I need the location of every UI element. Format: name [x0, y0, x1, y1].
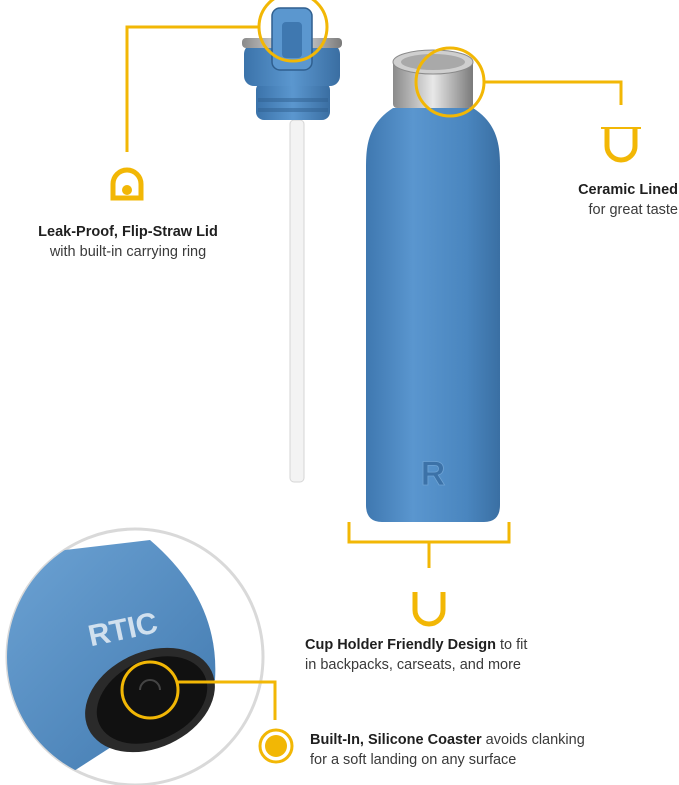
lid-title: Leak-Proof, Flip-Straw Lid [38, 224, 218, 240]
coaster-callout: Built-In, Silicone Coaster avoids clanki… [310, 730, 650, 770]
bottle: R [366, 49, 500, 522]
coaster-rest: avoids clanking [481, 732, 585, 748]
ceramic-subtitle: for great taste [588, 202, 678, 218]
coaster-line2: for a soft landing on any surface [310, 752, 517, 768]
coaster-title: Built-In, Silicone Coaster [310, 732, 482, 748]
ceramic-title: Ceramic Lined [578, 182, 678, 198]
straw [289, 119, 305, 483]
coaster-dot-icon [258, 728, 294, 764]
cupholder-rest: to fit [495, 637, 528, 653]
bottle-logo: R [421, 455, 446, 493]
ceramic-callout: Ceramic Lined for great taste [528, 180, 678, 220]
coaster-zoom: RTIC [5, 527, 265, 785]
cupholder-callout: Cup Holder Friendly Design to fit in bac… [305, 635, 605, 675]
cupholder-line2: in backpacks, carseats, and more [305, 657, 521, 673]
accent-lines [120, 0, 623, 720]
cupholder-title: Cup Holder Friendly Design [305, 637, 496, 653]
lid-subtitle: with built-in carrying ring [49, 244, 207, 260]
cup-icon [412, 592, 446, 627]
flip-straw-lid [242, 7, 342, 120]
cup-icon [601, 127, 641, 163]
lid-callout: Leak-Proof, Flip-Straw Lid with built-in… [28, 222, 228, 262]
carry-ring-icon [110, 167, 144, 201]
